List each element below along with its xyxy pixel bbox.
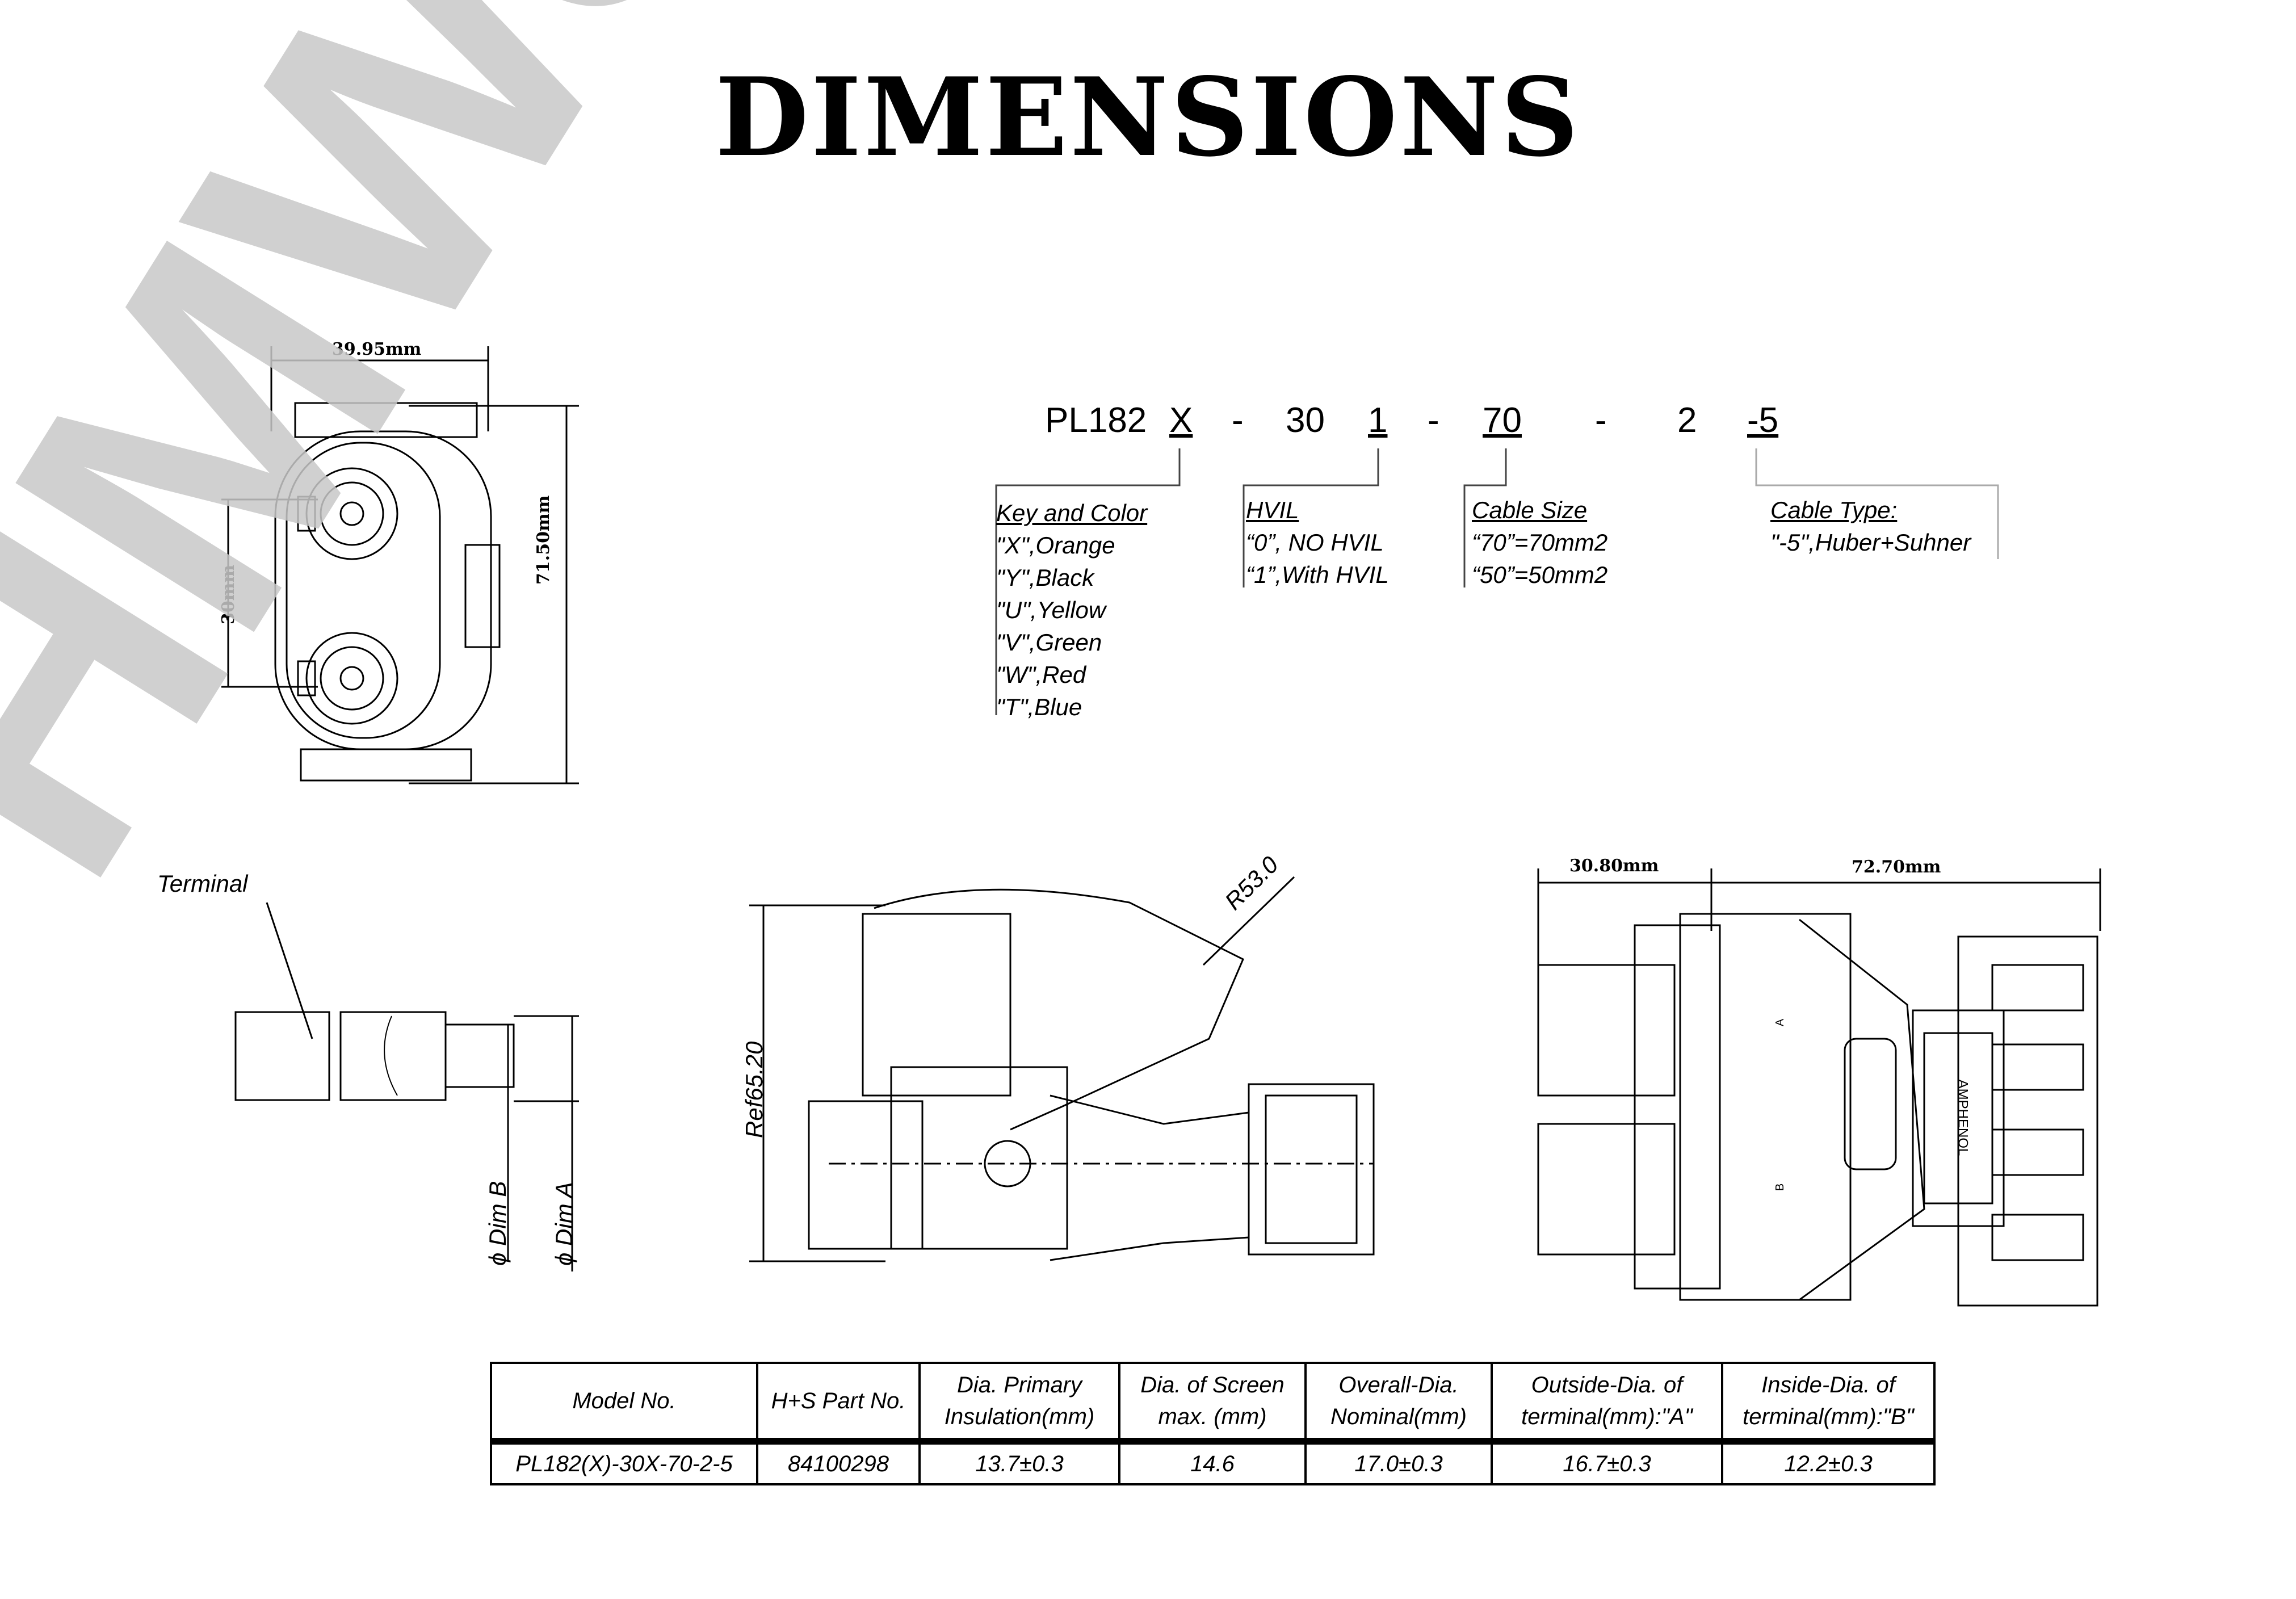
legend-item: "T",Blue xyxy=(996,694,1082,720)
legend-cable-type: Cable Type: "-5",Huber+Suhner xyxy=(1770,494,1971,559)
dim-a-text: Dim A xyxy=(551,1182,577,1246)
legend-item: "X",Orange xyxy=(996,532,1115,559)
cell-model: PL182(X)-30X-70-2-5 xyxy=(490,1440,758,1485)
legend-item: "U",Yellow xyxy=(996,597,1106,623)
legend-heading: Cable Size xyxy=(1472,497,1588,523)
legend-item: "Y",Black xyxy=(996,564,1094,591)
left-length-label: 30.80mm xyxy=(1569,856,1659,876)
part-code-prefix: PL182 xyxy=(1045,401,1147,440)
legend-item: "V",Green xyxy=(996,629,1102,656)
width-dimension-label: 39.95mm xyxy=(332,339,422,359)
dim-b-label: ϕ Dim B xyxy=(481,1181,514,1266)
legend-item: “1”,With HVIL xyxy=(1246,561,1389,588)
top-view-drawing xyxy=(1537,868,2101,1307)
legend-hvil: HVIL “0”, NO HVIL “1”,With HVIL xyxy=(1246,494,1389,591)
legend-item: “70”=70mm2 xyxy=(1472,529,1608,556)
cell-inside-dia: 12.2±0.3 xyxy=(1721,1440,1936,1485)
legend-heading: Cable Type: xyxy=(1770,497,1898,523)
dim-a-label: ϕ Dim A xyxy=(548,1182,580,1266)
diameter-symbol: ϕ xyxy=(484,1252,511,1266)
legend-heading: Key and Color xyxy=(996,500,1148,526)
part-code-size: 30 xyxy=(1286,401,1325,440)
legend-item: "-5",Huber+Suhner xyxy=(1770,529,1971,556)
cell-primary-insulation: 13.7±0.3 xyxy=(918,1440,1120,1485)
legend-cable-size: Cable Size “70”=70mm2 “50”=50mm2 xyxy=(1472,494,1607,591)
terminal-label: Terminal xyxy=(157,870,248,897)
part-code-cable: 70 xyxy=(1483,401,1522,440)
ref-height-label: Ref65.20 xyxy=(741,1041,767,1138)
terminal-drawing xyxy=(234,902,579,1271)
cell-outside-dia: 16.7±0.3 xyxy=(1491,1440,1723,1485)
part-code-type: -5 xyxy=(1747,401,1779,440)
part-code-dash: - xyxy=(1428,401,1439,440)
legend-heading: HVIL xyxy=(1246,497,1299,523)
cell-screen: 14.6 xyxy=(1118,1440,1307,1485)
pitch-dimension-label: 30mm xyxy=(219,564,238,624)
part-code-key: X xyxy=(1169,401,1193,440)
header-part-no: H+S Part No. xyxy=(756,1362,921,1442)
right-length-label: 72.70mm xyxy=(1852,857,1941,877)
legend-item: “0”, NO HVIL xyxy=(1246,529,1384,556)
page-title: DIMENSIONS xyxy=(715,54,1581,181)
side-view-drawing xyxy=(749,876,1375,1262)
brand-mark: AMPHENOL xyxy=(1955,1079,1971,1156)
header-overall: Overall-Dia.Nominal(mm) xyxy=(1304,1362,1493,1442)
part-code-brackets xyxy=(995,448,1999,715)
legend-item: "W",Red xyxy=(996,661,1086,688)
cell-part-no: 84100298 xyxy=(756,1440,921,1485)
diameter-symbol: ϕ xyxy=(551,1252,577,1266)
mark-b: B xyxy=(1774,1183,1787,1191)
cell-overall: 17.0±0.3 xyxy=(1304,1440,1493,1485)
legend-key-color: Key and Color "X",Orange "Y",Black "U",Y… xyxy=(996,497,1147,723)
header-model: Model No. xyxy=(490,1362,758,1442)
part-code-dash: - xyxy=(1232,401,1244,440)
front-view-drawing xyxy=(221,346,579,784)
mark-a: A xyxy=(1774,1018,1787,1027)
height-dimension-label: 71.50mm xyxy=(534,495,553,585)
part-code-variant: 2 xyxy=(1677,401,1697,440)
part-code-dash: - xyxy=(1595,401,1607,440)
part-code-hvil: 1 xyxy=(1368,401,1388,440)
dim-b-text: Dim B xyxy=(484,1181,511,1246)
legend-item: “50”=50mm2 xyxy=(1472,561,1608,588)
table-row: PL182(X)-30X-70-2-5 84100298 13.7±0.3 14… xyxy=(490,1440,1936,1485)
